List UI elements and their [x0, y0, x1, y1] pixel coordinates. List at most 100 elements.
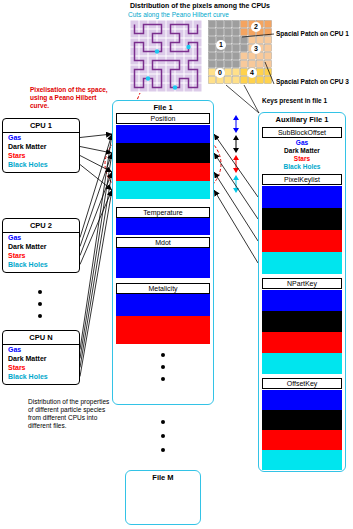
cpu-title: CPU 1: [3, 119, 79, 133]
key-line: [226, 85, 259, 113]
patch-cell: [265, 37, 272, 44]
patch-cell: [225, 61, 232, 68]
patch-cell: [233, 61, 240, 68]
species-name: Gas: [3, 233, 79, 242]
patch-cell: [241, 21, 248, 28]
connector-line: [80, 172, 112, 368]
field-label: Temperature: [116, 207, 210, 218]
patch-cell: [209, 37, 216, 44]
cpu-title: CPU 2: [3, 219, 79, 233]
connector: [214, 134, 258, 263]
patch-cell: [209, 45, 216, 52]
data-band: [262, 332, 342, 353]
data-band: [116, 218, 210, 235]
callout-number: 3: [251, 44, 261, 54]
data-band: [116, 294, 210, 316]
field-label: SubBlockOffset: [262, 127, 342, 138]
data-band: [262, 186, 342, 208]
patch-cell: [209, 53, 216, 60]
patch-cell: [233, 69, 240, 76]
patch-cell: [265, 21, 272, 28]
aux-file-box: Auxiliary File 1SubBlockOffsetGasDark Ma…: [258, 112, 346, 472]
cpu-box: CPU NGasDark MatterStarsBlack Holes: [2, 330, 80, 385]
data-band: [262, 311, 342, 332]
field-label: Metalicity: [116, 283, 210, 294]
species-name: Gas: [3, 345, 79, 354]
connector: [80, 134, 112, 377]
patch-cell: [257, 69, 264, 76]
patch-cell: [217, 53, 224, 60]
patch-cell: [217, 21, 224, 28]
ellipsis-dots: [161, 353, 165, 383]
patch-cell: [225, 53, 232, 60]
data-band: [262, 208, 342, 230]
field-label: Position: [116, 113, 210, 124]
cut-dot: [155, 49, 159, 53]
data-band: [116, 248, 210, 278]
annotation: Keys present in file 1: [262, 97, 350, 105]
patch-cell: [233, 45, 240, 52]
species-name: Black Holes: [259, 163, 345, 171]
annotation: Spacial Patch on CPU 3: [276, 78, 350, 86]
connector-line: [214, 134, 258, 197]
field-label: OffsetKey: [262, 378, 342, 389]
data-band: [262, 450, 342, 470]
connector-line: [80, 134, 112, 350]
connector-line: [214, 153, 258, 219]
patch-cell: [241, 77, 248, 84]
data-band: [262, 430, 342, 450]
species-name: Gas: [3, 133, 79, 142]
callout-number: 1: [216, 40, 226, 50]
patch-cell: [209, 29, 216, 36]
leader-line: [265, 62, 274, 84]
data-band: [116, 181, 210, 199]
double-arrows: [233, 115, 239, 193]
species-name: Stars: [3, 363, 79, 372]
data-band: [262, 410, 342, 430]
patch-cell: [265, 53, 272, 60]
peano-hilbert-grid: [131, 21, 202, 92]
patch-cell: [209, 21, 216, 28]
patch-cell: [225, 21, 232, 28]
connector-line: [80, 153, 112, 359]
cpu-box: CPU 2GasDark MatterStarsBlack Holes: [2, 218, 80, 273]
cpu-title: CPU N: [3, 331, 79, 345]
dot: [161, 365, 165, 369]
leader-line: [242, 34, 274, 37]
patch-cell: [225, 29, 232, 36]
patch-cell: [233, 29, 240, 36]
cut-dot: [173, 85, 177, 89]
annotation: Pixelisation of the space, using a Peano…: [30, 86, 108, 110]
callout-number: 0: [215, 68, 225, 78]
field-label: Mdot: [116, 237, 210, 248]
annotation: Distribution of the properties of differ…: [28, 398, 110, 430]
dashed-circle: [105, 124, 221, 204]
species-name: Gas: [259, 139, 345, 147]
dot: [161, 377, 165, 381]
cut-dot: [146, 76, 150, 80]
cut-dot: [186, 45, 190, 49]
patch-cell: [257, 37, 264, 44]
patch-cell: [217, 29, 224, 36]
dot: [161, 353, 165, 357]
patch-cell: [233, 53, 240, 60]
patch-cell: [217, 61, 224, 68]
data-band: [262, 252, 342, 274]
data-band: [116, 143, 210, 163]
patch-cell: [257, 77, 264, 84]
patch-cell: [265, 45, 272, 52]
data-band: [116, 163, 210, 181]
file-box: File 1PositionTemperatureMdotMetalicity: [112, 100, 214, 405]
annotation: Cuts along the Peano Hilbert curve: [128, 11, 288, 19]
data-band: [262, 390, 342, 410]
data-band: [262, 290, 342, 311]
species-name: Stars: [3, 251, 79, 260]
patch-cell: [209, 77, 216, 84]
species-name: Stars: [259, 155, 345, 163]
data-band: [262, 230, 342, 252]
annotation: Spacial Patch on CPU 1: [276, 30, 350, 38]
species-name: Dark Matter: [259, 147, 345, 155]
annotation: Distribution of the pixels among the CPU…: [130, 2, 350, 11]
data-band: [116, 125, 210, 143]
